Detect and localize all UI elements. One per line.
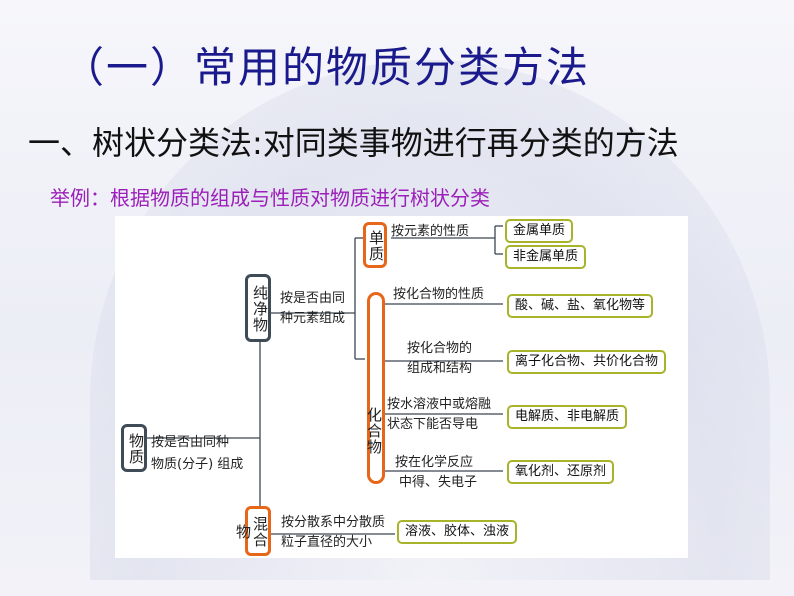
leaf-solution-colloid-suspension: 溶液、胶体、浊液: [397, 520, 518, 544]
compound-criterion-1: 按化合物的性质: [393, 287, 485, 302]
leaf-acid-base-salt-oxide: 酸、碱、盐、氧化物等: [507, 294, 654, 318]
leaf-nonmetal-element: 非金属单质: [505, 245, 587, 269]
mixture-criterion-line2: 粒子直径的大小: [281, 535, 373, 550]
mixture-criterion-line1: 按分散系中分散质: [281, 515, 386, 530]
leaf-oxidant-reductant: 氧化剂、还原剂: [507, 460, 615, 484]
root-criterion-line1: 按是否由同种: [151, 435, 230, 450]
tree-connectors: [147, 225, 503, 535]
slide-title: （一）常用的物质分类方法: [62, 43, 591, 92]
leaf-electrolyte: 电解质、非电解质: [507, 405, 628, 429]
root-node-substance: 物质: [121, 424, 147, 472]
compound-criterion-3-line1: 按水溶液中或熔融: [387, 397, 492, 412]
node-compound: 化合物: [365, 292, 385, 484]
compound-criterion-2-line1: 按化合物的: [407, 341, 473, 356]
node-element: 单质: [363, 222, 387, 268]
node-mixture: 混合物: [234, 506, 271, 556]
leaf-metal-element: 金属单质: [505, 219, 574, 243]
pure-criterion-line1: 按是否由同: [280, 291, 346, 306]
leaf-ionic-covalent: 离子化合物、共价化合物: [507, 350, 667, 374]
pure-criterion-line2: 种元素组成: [280, 311, 346, 326]
compound-criterion-3-line2: 状态下能否导电: [387, 417, 479, 432]
compound-criterion-2-line2: 组成和结构: [407, 361, 473, 376]
slide-subtitle: 一、树状分类法:对同类事物进行再分类的方法: [28, 124, 679, 162]
compound-criterion-4-line2: 中得、失电子: [399, 475, 478, 490]
root-criterion-line2: 物质(分子) 组成: [151, 457, 244, 472]
classification-tree: 物质 按是否由同种 物质(分子) 组成 纯净物 按是否由同 种元素组成 单质 按…: [115, 216, 688, 558]
element-criterion: 按元素的性质: [391, 224, 470, 239]
example-caption: 举例：根据物质的组成与性质对物质进行树状分类: [50, 186, 490, 210]
node-pure-substance: 纯净物: [245, 274, 271, 342]
compound-criterion-4-line1: 按在化学反应: [395, 455, 474, 470]
